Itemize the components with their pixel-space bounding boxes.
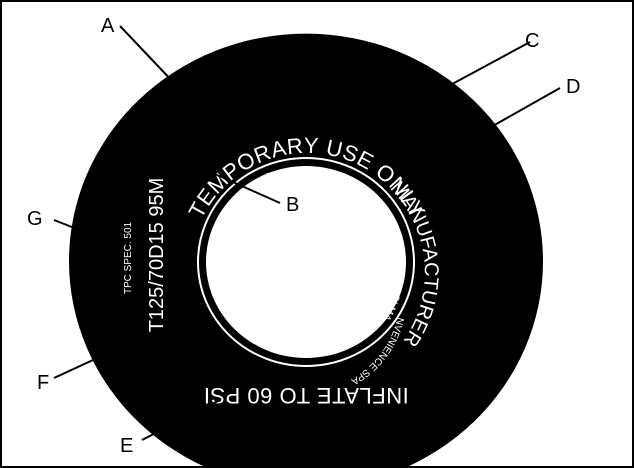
label-c: C (525, 30, 539, 52)
size-text: T125/70D15 95M (146, 178, 168, 333)
label-e: E (120, 435, 133, 457)
callout-lines (53, 25, 561, 441)
callout-line-e (141, 399, 221, 441)
callout-line-b (189, 162, 281, 204)
rim-line (197, 157, 415, 367)
callout-line-d (467, 87, 561, 141)
callout-line-g (53, 219, 119, 246)
label-a: A (101, 15, 115, 37)
callout-line-a (119, 25, 176, 85)
label-f: F (37, 372, 49, 394)
label-d: D (566, 76, 580, 98)
label-b: B (286, 194, 299, 216)
tpc-text: TPC SPEC. 501 (123, 221, 134, 294)
callout-line-f (53, 336, 144, 379)
callout-line-c (429, 41, 531, 97)
label-g: G (27, 208, 43, 230)
inflate-text: INFLATE TO 60 PSI (203, 383, 408, 408)
wheel-opening (206, 166, 406, 358)
